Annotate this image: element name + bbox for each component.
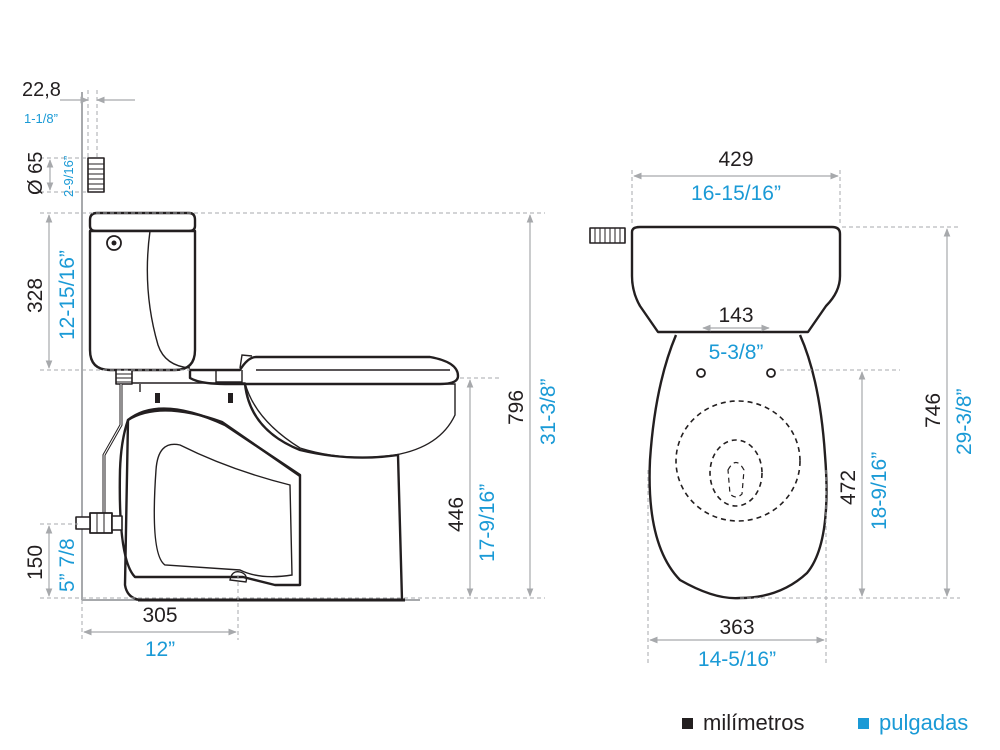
bowl-rim-dashed	[675, 400, 801, 522]
supply-diameter-mm: Ø 65	[25, 152, 47, 195]
bowl-top	[648, 334, 828, 600]
tank-top	[630, 225, 842, 334]
bowl-width-in: 14-5/16”	[698, 648, 776, 671]
bowl-water-dashed	[709, 439, 763, 507]
legend-metric-label: milímetros	[703, 710, 805, 735]
total-depth-in: 29-3/8”	[953, 388, 976, 455]
bolt-hole-right	[766, 368, 776, 378]
supply-offset-mm: 22,8	[22, 79, 61, 101]
tank-height-in: 12-15/16”	[56, 250, 79, 340]
total-height-in: 31-3/8”	[537, 378, 560, 445]
supply-nut-top	[589, 227, 626, 244]
imperial-square-icon	[858, 717, 869, 729]
supply-offset-in: 1-1/8”	[24, 111, 58, 126]
tank-width-in: 16-15/16”	[691, 182, 781, 205]
seat-side	[188, 354, 460, 386]
top-view: 429 16-15/16” 143 5-3/8” 472 18-9/16” 74…	[589, 148, 976, 671]
bowl-length-mm: 472	[837, 470, 860, 505]
legend-imperial: pulgadas	[858, 708, 968, 738]
bolt-spacing-mm: 143	[718, 304, 753, 327]
legend-imperial-label: pulgadas	[879, 710, 969, 735]
bowl-side	[118, 382, 456, 602]
total-height-mm: 796	[505, 390, 528, 425]
supply-height-mm: 150	[24, 545, 47, 580]
bowl-height-mm: 446	[445, 497, 468, 532]
supply-nut-side	[87, 157, 105, 193]
tank-side	[88, 211, 197, 372]
bowl-length-in: 18-9/16”	[868, 452, 891, 530]
legend-metric: milímetros	[682, 708, 804, 738]
rough-in-mm: 305	[142, 604, 177, 627]
supply-height-in: 5” 7/8	[56, 538, 79, 592]
bowl-width-mm: 363	[719, 616, 754, 639]
tank-width-mm: 429	[718, 148, 753, 171]
total-depth-mm: 746	[922, 393, 945, 428]
rough-in-in: 12”	[145, 638, 175, 661]
bolt-hole-left	[696, 368, 706, 378]
side-view: 22,8 1-1/8” Ø 65 2-9/16” 328 12-15/16” 1…	[22, 79, 560, 661]
bolt-spacing-in: 5-3/8”	[709, 341, 764, 364]
supply-line-side	[75, 369, 133, 534]
metric-square-icon	[682, 717, 693, 729]
bowl-height-in: 17-9/16”	[476, 484, 499, 562]
supply-diameter-in: 2-9/16”	[61, 156, 76, 197]
tank-height-mm: 328	[24, 278, 47, 313]
